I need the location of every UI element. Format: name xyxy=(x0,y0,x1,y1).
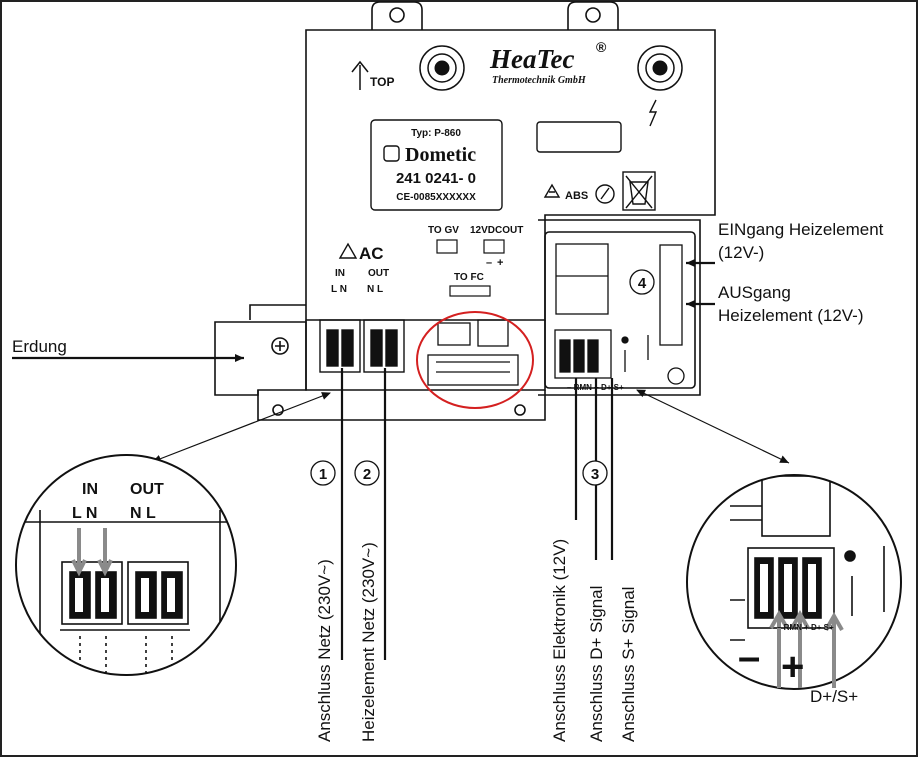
fc-highlight-circle xyxy=(416,311,534,409)
top-label: TOP xyxy=(370,75,394,89)
weee-bin-icon xyxy=(622,171,656,211)
ac-label: AC xyxy=(359,244,384,263)
device-housing xyxy=(214,1,716,421)
zoom-left-out-label: OUT xyxy=(130,481,164,498)
erdung-label: Erdung xyxy=(12,337,67,356)
zoom-left-arrow-n xyxy=(97,528,113,577)
callout-3-text: 3 xyxy=(591,466,599,483)
warning-icon xyxy=(338,242,358,259)
callout-1-text: 1 xyxy=(319,466,327,483)
brand-logo: HeaTec xyxy=(489,44,574,74)
zoom-left-in-pins: L N xyxy=(72,505,97,522)
ac-connector-in xyxy=(319,319,361,373)
zoom-right-arrow-minus xyxy=(769,609,789,688)
zoom-right-plus: + xyxy=(781,645,804,689)
tool-icon xyxy=(595,184,615,204)
dometic-logo-icon xyxy=(383,145,400,162)
zoom-left-arrow-l xyxy=(71,528,87,577)
gv-connector xyxy=(436,239,458,254)
device-out-pins: N L xyxy=(367,284,383,295)
ein-label-line2: (12V-) xyxy=(718,243,764,262)
zoom-right: – RMN + D+ S+ – + xyxy=(686,474,902,690)
zoom-left-in-label: IN xyxy=(82,481,98,498)
brand-registered: ® xyxy=(596,39,607,55)
zoom-left: IN OUT L N N L xyxy=(15,454,237,676)
callout-4: 4 xyxy=(629,269,655,295)
to-gv-label: TO GV xyxy=(428,225,459,236)
fc-connector xyxy=(449,285,491,297)
to-fc-label: TO FC xyxy=(454,272,484,283)
brand-subtitle: Thermotechnik GmbH xyxy=(492,75,587,86)
device-in-pins: L N xyxy=(331,284,347,295)
zoom-right-arrow-signal xyxy=(824,611,844,688)
vlabel-d-plus-signal: Anschluss D+ Signal xyxy=(587,586,606,742)
zoom-right-minus: – xyxy=(738,635,760,679)
callout-2-text: 2 xyxy=(363,466,371,483)
12vdc-out-label: 12VDCOUT xyxy=(470,225,523,236)
fc-plug-block xyxy=(427,319,519,386)
zoom-right-pointer xyxy=(636,389,790,464)
ce-code: CE-0085XXXXXX xyxy=(396,192,476,203)
polarity-minus: – xyxy=(486,257,492,269)
callout-4-text: 4 xyxy=(638,275,647,292)
vlabel-anschluss-elektronik: Anschluss Elektronik (12V) xyxy=(550,539,569,742)
zoom-left-out-pins: N L xyxy=(130,505,156,522)
type-plate: Typ: P-860 Dometic 241 0241- 0 CE-0085XX… xyxy=(370,119,503,211)
zoom-pointer-lines xyxy=(151,389,790,464)
top-arrow-icon xyxy=(351,60,369,90)
aus-label-line2: Heizelement (12V-) xyxy=(718,306,864,325)
callout-1: 1 xyxy=(310,460,336,486)
device-out-label: OUT xyxy=(368,268,389,279)
part-number: 241 0241- 0 xyxy=(396,170,476,187)
abs-label: ABS xyxy=(565,190,588,202)
aus-label-line1: AUSgang xyxy=(718,283,791,302)
callout-2: 2 xyxy=(354,460,380,486)
dc-terminal-block xyxy=(554,243,685,385)
housing-window xyxy=(536,121,622,153)
vlabel-s-plus-signal: Anschluss S+ Signal xyxy=(619,587,638,742)
lightning-icon xyxy=(648,99,658,127)
device-in-label: IN xyxy=(335,268,345,279)
maker-label: Dometic xyxy=(405,144,476,166)
zoom-right-pin-labels: – RMN + D+ S+ xyxy=(777,623,834,632)
recycle-icon xyxy=(543,183,561,198)
dc-out-connector xyxy=(483,239,505,254)
screw-left xyxy=(419,45,465,91)
type-label: Typ: P-860 xyxy=(411,128,461,139)
dsplus-label: D+/S+ xyxy=(810,687,858,706)
vlabel-heizelement-netz: Heizelement Netz (230V~) xyxy=(359,542,378,742)
zoom-left-pointer xyxy=(151,392,331,463)
leader-lines xyxy=(12,259,715,660)
ac-connector-out xyxy=(363,319,405,373)
screw-right xyxy=(637,45,683,91)
tool-icon-stroke xyxy=(600,187,610,200)
callout-3: 3 xyxy=(582,460,608,486)
vlabel-anschluss-netz: Anschluss Netz (230V~) xyxy=(315,559,334,742)
polarity-plus: + xyxy=(497,257,503,269)
zoom-right-arrow-plus xyxy=(790,609,810,688)
ein-label-line1: EINgang Heizelement xyxy=(718,220,884,239)
